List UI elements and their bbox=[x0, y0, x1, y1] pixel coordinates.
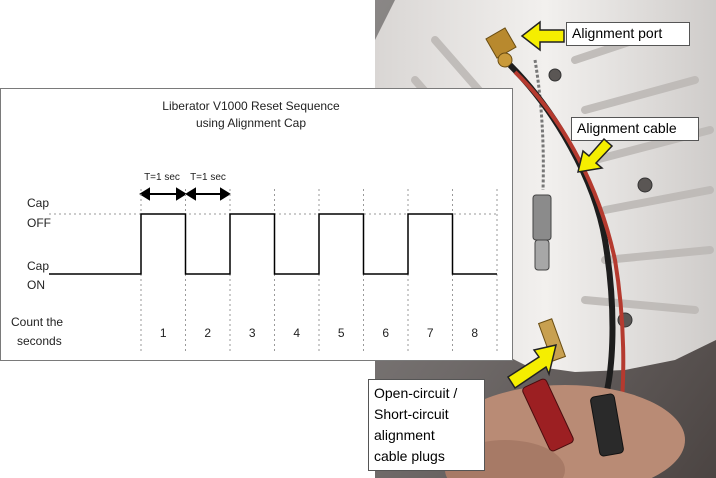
interval-label-1: T=1 sec bbox=[144, 172, 180, 183]
interval-arrow-2 bbox=[187, 189, 229, 199]
alignment-cable-callout: Alignment cable bbox=[571, 117, 699, 141]
alignment-port-callout: Alignment port bbox=[566, 22, 690, 46]
second-count-4: 4 bbox=[293, 326, 300, 340]
timing-diagram-panel: Liberator V1000 Reset Sequence using Ali… bbox=[0, 88, 513, 361]
second-count-1: 1 bbox=[160, 326, 167, 340]
cable-plugs-label-line3: alignment bbox=[374, 425, 479, 446]
alignment-cable-label: Alignment cable bbox=[577, 120, 677, 136]
interval-label-2: T=1 sec bbox=[190, 172, 226, 183]
second-count-2: 2 bbox=[204, 326, 211, 340]
diagram-title-line1: Liberator V1000 Reset Sequence bbox=[162, 99, 340, 113]
second-count-6: 6 bbox=[382, 326, 389, 340]
cap-on-label-line2: ON bbox=[27, 278, 45, 292]
cable-plugs-label-line1: Open-circuit / bbox=[374, 383, 479, 404]
second-count-7: 7 bbox=[427, 326, 434, 340]
cap-state-waveform bbox=[49, 214, 497, 274]
cable-plugs-label-line4: cable plugs bbox=[374, 446, 479, 467]
cap-off-label-line2: OFF bbox=[27, 216, 51, 230]
second-count-5: 5 bbox=[338, 326, 345, 340]
interval-arrow-1 bbox=[141, 189, 185, 199]
count-label-line1: Count the bbox=[11, 315, 63, 329]
cable-plugs-label-line2: Short-circuit bbox=[374, 404, 479, 425]
cable-plugs-callout: Open-circuit / Short-circuit alignment c… bbox=[368, 379, 485, 471]
second-count-3: 3 bbox=[249, 326, 256, 340]
diagram-title-line2: using Alignment Cap bbox=[196, 116, 306, 130]
cap-on-label-line1: Cap bbox=[27, 259, 49, 273]
second-count-8: 8 bbox=[471, 326, 478, 340]
alignment-port-label: Alignment port bbox=[572, 25, 662, 41]
count-label-line2: seconds bbox=[17, 334, 62, 348]
cap-off-label-line1: Cap bbox=[27, 196, 49, 210]
